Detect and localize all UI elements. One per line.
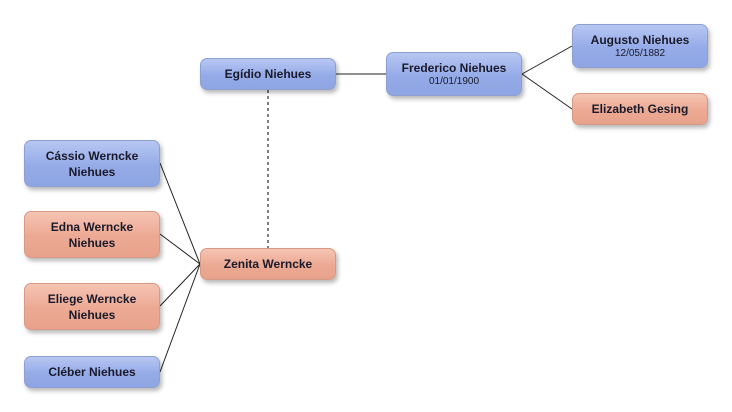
person-name: Zenita Werncke xyxy=(223,257,313,271)
person-node-zenita[interactable]: Zenita Werncke xyxy=(200,248,336,280)
person-node-cassio[interactable]: Cássio Werncke Niehues xyxy=(24,140,160,187)
person-name: Elizabeth Gesing xyxy=(591,102,689,116)
person-node-augusto[interactable]: Augusto Niehues 12/05/1882 xyxy=(572,24,708,68)
person-name: Augusto Niehues xyxy=(590,33,690,47)
person-node-frederico[interactable]: Frederico Niehues 01/01/1900 xyxy=(386,52,522,96)
person-name: Egídio Niehues xyxy=(224,67,312,81)
link-frederico-elizabeth xyxy=(521,73,573,110)
person-name: Edna Werncke Niehues xyxy=(50,219,134,250)
person-name: Eliege Werncke Niehues xyxy=(47,291,137,322)
person-node-edna[interactable]: Edna Werncke Niehues xyxy=(24,211,160,258)
person-node-elizabeth[interactable]: Elizabeth Gesing xyxy=(572,93,708,125)
link-frederico-augusto xyxy=(521,45,573,75)
person-node-eliege[interactable]: Eliege Werncke Niehues xyxy=(24,283,160,330)
person-name: Cléber Niehues xyxy=(48,365,136,379)
person-node-cleber[interactable]: Cléber Niehues xyxy=(24,356,160,388)
link-zenita-cleber xyxy=(159,263,201,373)
link-zenita-edna xyxy=(159,233,201,265)
link-zenita-eliege xyxy=(159,263,201,307)
person-date: 01/01/1900 xyxy=(428,76,480,87)
link-zenita-cassio xyxy=(159,162,201,265)
person-date: 12/05/1882 xyxy=(614,48,666,59)
person-node-egidio[interactable]: Egídio Niehues xyxy=(200,58,336,90)
person-name: Frederico Niehues xyxy=(401,61,507,75)
person-name: Cássio Werncke Niehues xyxy=(45,148,139,179)
